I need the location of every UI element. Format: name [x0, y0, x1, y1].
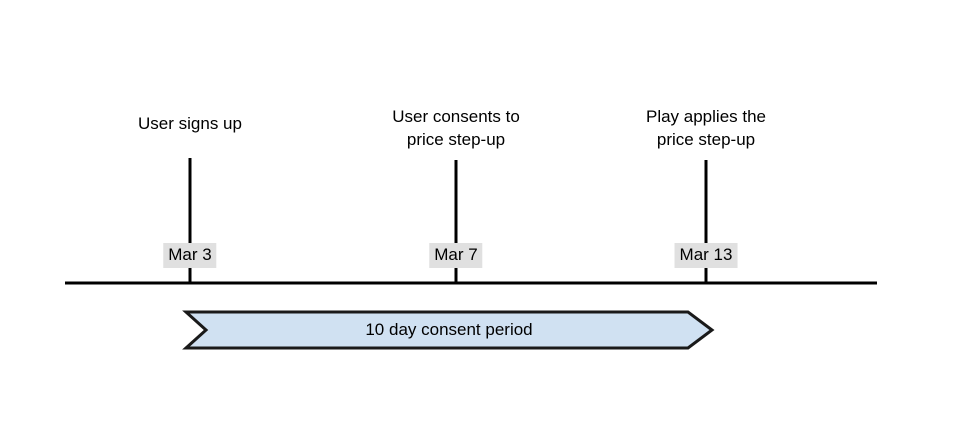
- consent-period-band-label: 10 day consent period: [365, 320, 533, 339]
- date-chip-applied: Mar 13: [674, 243, 738, 268]
- consent-period-band-shape: [182, 310, 715, 350]
- date-chip-consent: Mar 7: [429, 243, 483, 268]
- date-chip-signup: Mar 3: [163, 243, 217, 268]
